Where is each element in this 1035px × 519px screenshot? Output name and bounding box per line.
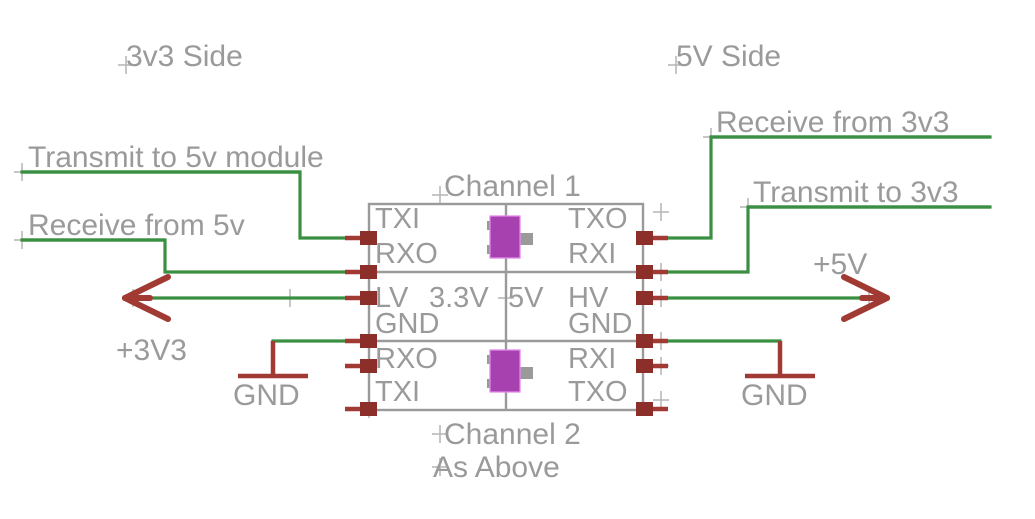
pins-left	[345, 235, 375, 412]
pins-right	[637, 235, 668, 412]
pin-label-left-txi-2: TXI	[375, 376, 421, 408]
gnd-symbol-right	[745, 341, 815, 379]
net-label-transmit-to-5v-module: Transmit to 5v module	[28, 141, 324, 174]
label-channel-2-note: As Above	[433, 451, 560, 484]
title-3v3-side: 3v3 Side	[126, 40, 243, 73]
pin-label-right-gnd: GND	[568, 308, 633, 340]
pin-label-left-lv: LV	[375, 282, 409, 314]
gnd-label-left: GND	[233, 379, 300, 412]
pin-label-right-rxi-1: RXI	[568, 238, 617, 270]
gnd-label-right: GND	[741, 379, 808, 412]
net-label-transmit-to-3v3: Transmit to 3v3	[753, 176, 959, 209]
pin-dots-right	[636, 231, 653, 416]
pin-label-left-rxo-2: RXO	[375, 343, 438, 375]
pin-label-right-hv: HV	[568, 282, 609, 314]
pin-dots-left	[360, 231, 377, 416]
pin-label-right-txo-2: TXO	[568, 376, 628, 408]
title-5v-side: 5V Side	[676, 40, 782, 73]
pin-label-left-txi-1: TXI	[375, 203, 421, 235]
net-label-receive-from-5v: Receive from 5v	[28, 209, 245, 242]
pin-label-left-rxo-1: RXO	[375, 238, 438, 270]
power-flag-left-arrow	[122, 274, 171, 322]
gnd-symbol-left	[238, 341, 308, 379]
pin-label-right-rxi-2: RXI	[568, 343, 617, 375]
pin-label-left-gnd: GND	[375, 308, 440, 340]
power-label-5v: +5V	[813, 248, 868, 281]
label-5v-rail: 5V	[508, 282, 544, 314]
label-channel-2: Channel 2	[444, 418, 581, 451]
pin-label-right-txo-1: TXO	[568, 203, 628, 235]
label-3v3-rail: 3.3V	[429, 282, 489, 314]
purple-ic-channel-1	[487, 215, 533, 259]
label-channel-1: Channel 1	[444, 170, 581, 203]
wire-receive-from-5v	[20, 238, 357, 274]
net-label-receive-from-3v3: Receive from 3v3	[716, 106, 950, 139]
power-flag-right-arrow	[841, 274, 890, 322]
purple-ic-channel-2	[487, 349, 533, 393]
net-label-underlines	[22, 135, 990, 242]
power-label-3v3: +3V3	[116, 334, 187, 367]
